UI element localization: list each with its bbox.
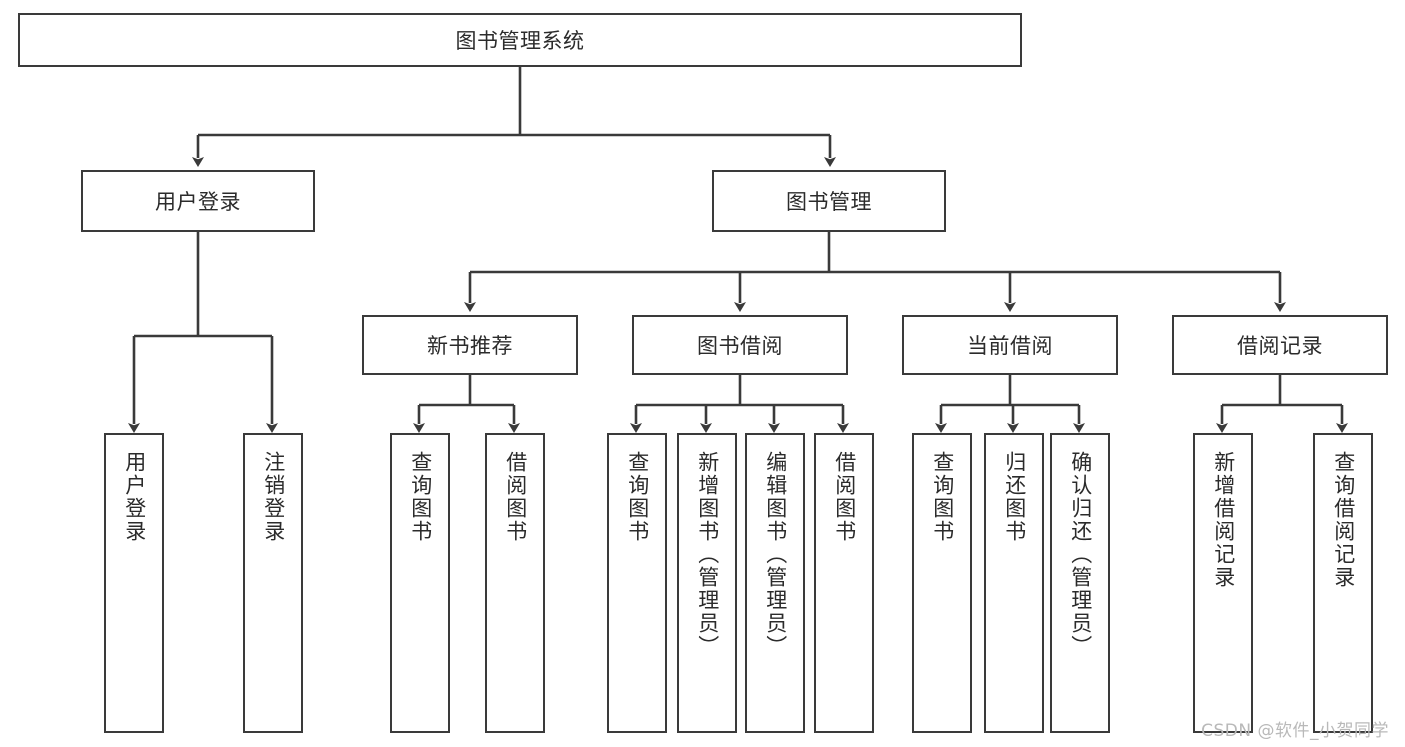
node-label: 查询图书 bbox=[625, 451, 650, 543]
node-leaf-borrow-book-1[interactable]: 借阅图书 bbox=[485, 433, 545, 733]
node-leaf-logout-login[interactable]: 注销登录 bbox=[243, 433, 303, 733]
node-label: 图书借阅 bbox=[697, 334, 783, 358]
node-book-management-system[interactable]: 图书管理系统 bbox=[18, 13, 1022, 67]
node-user-login[interactable]: 用户登录 bbox=[81, 170, 315, 232]
node-borrow-record[interactable]: 借阅记录 bbox=[1172, 315, 1388, 375]
node-leaf-query-borrow-record[interactable]: 查询借阅记录 bbox=[1313, 433, 1373, 733]
node-label: 新增借阅记录 bbox=[1211, 451, 1236, 589]
node-leaf-add-borrow-record[interactable]: 新增借阅记录 bbox=[1193, 433, 1253, 733]
node-new-book-recommend[interactable]: 新书推荐 bbox=[362, 315, 578, 375]
node-label: 新增图书（管理员） bbox=[695, 451, 720, 658]
node-leaf-add-book[interactable]: 新增图书（管理员） bbox=[677, 433, 737, 733]
node-label: 确认归还（管理员） bbox=[1068, 451, 1093, 658]
node-leaf-user-login[interactable]: 用户登录 bbox=[104, 433, 164, 733]
node-label: 查询图书 bbox=[408, 451, 433, 543]
node-label: 注销登录 bbox=[261, 451, 286, 543]
node-label: 归还图书 bbox=[1002, 451, 1027, 543]
node-leaf-confirm-return[interactable]: 确认归还（管理员） bbox=[1050, 433, 1110, 733]
node-leaf-borrow-book-2[interactable]: 借阅图书 bbox=[814, 433, 874, 733]
node-label: 编辑图书（管理员） bbox=[763, 451, 788, 658]
node-label: 图书管理系统 bbox=[455, 29, 585, 53]
watermark: CSDN @软件_小贺同学 bbox=[1201, 721, 1389, 741]
node-label: 用户登录 bbox=[122, 451, 147, 543]
node-label: 查询图书 bbox=[930, 451, 955, 543]
node-leaf-edit-book[interactable]: 编辑图书（管理员） bbox=[745, 433, 805, 733]
node-book-borrow[interactable]: 图书借阅 bbox=[632, 315, 848, 375]
node-label: 新书推荐 bbox=[427, 334, 513, 358]
node-current-borrow[interactable]: 当前借阅 bbox=[902, 315, 1118, 375]
node-label: 借阅记录 bbox=[1237, 334, 1323, 358]
node-label: 用户登录 bbox=[155, 190, 241, 214]
node-label: 图书管理 bbox=[786, 190, 872, 214]
node-label: 借阅图书 bbox=[503, 451, 528, 543]
node-leaf-query-book-2[interactable]: 查询图书 bbox=[607, 433, 667, 733]
node-book-management[interactable]: 图书管理 bbox=[712, 170, 946, 232]
node-label: 当前借阅 bbox=[967, 334, 1053, 358]
node-leaf-return-book[interactable]: 归还图书 bbox=[984, 433, 1044, 733]
node-leaf-query-book-1[interactable]: 查询图书 bbox=[390, 433, 450, 733]
node-label: 借阅图书 bbox=[832, 451, 857, 543]
node-label: 查询借阅记录 bbox=[1331, 451, 1356, 589]
node-leaf-query-book-3[interactable]: 查询图书 bbox=[912, 433, 972, 733]
